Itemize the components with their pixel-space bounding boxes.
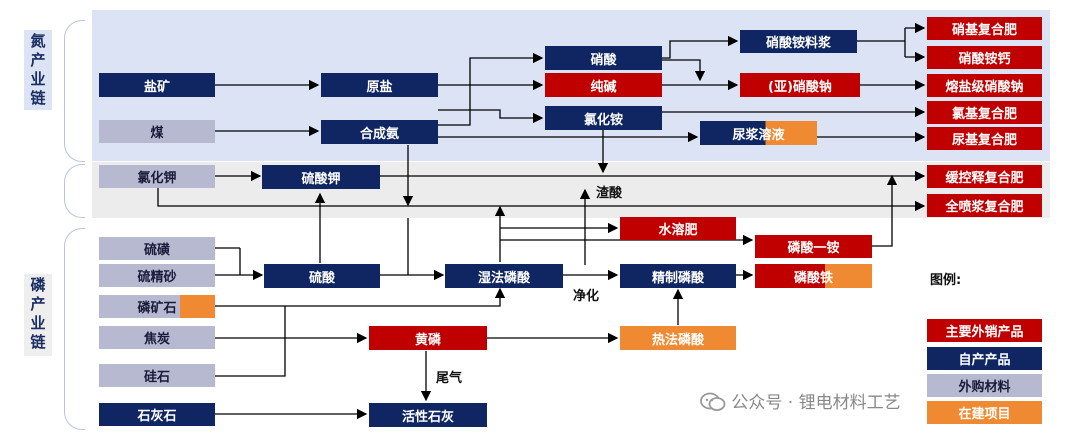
node-wet-phosphoric-acid: 湿法磷酸 — [445, 264, 563, 288]
node-chloro-compound-fertilizer: 氯基复合肥 — [927, 101, 1042, 124]
node-iron-phosphate: 磷酸铁 — [755, 264, 872, 288]
node-full-slurry-fertilizer: 全喷浆复合肥 — [927, 194, 1042, 217]
wechat-icon — [700, 392, 726, 412]
node-nitro-compound-fertilizer: 硝基复合肥 — [927, 17, 1042, 40]
legend-item-export: 主要外销产品 — [927, 319, 1042, 342]
node-soda-ash: 纯碱 — [545, 73, 662, 97]
node-raw-salt: 原盐 — [321, 73, 438, 97]
node-potassium-sulfate: 硫酸钾 — [262, 165, 380, 189]
node-ammonium-chloride: 氯化铵 — [545, 106, 662, 130]
watermark: 公众号 · 锂电材料工艺 — [700, 388, 901, 413]
node-limestone: 石灰石 — [99, 403, 215, 426]
node-calcium-ammonium-nitrate: 硝酸铵钙 — [927, 46, 1042, 69]
phosphorus-section-label: 磷产业链 — [24, 274, 52, 356]
node-coal: 煤 — [99, 120, 215, 143]
node-salt-mine: 盐矿 — [99, 73, 215, 97]
node-sodium-nitrite-nitrate: (亚)硝酸钠 — [740, 73, 860, 97]
node-purified-phosphoric-acid: 精制磷酸 — [620, 264, 736, 288]
node-sulfur: 硫磺 — [99, 237, 215, 260]
node-silica: 硅石 — [99, 364, 215, 387]
node-controlled-release-fertilizer: 缓控释复合肥 — [927, 165, 1042, 188]
nitrogen-section-label: 氮产业链 — [24, 30, 52, 110]
label-tail-gas: 尾气 — [436, 371, 463, 386]
node-synthetic-ammonia: 合成氨 — [321, 120, 438, 144]
label-purification: 净化 — [573, 289, 600, 304]
node-urea-compound-fertilizer: 尿基复合肥 — [927, 127, 1042, 150]
node-active-lime: 活性石灰 — [369, 403, 487, 427]
legend-item-purchased: 外购材料 — [927, 374, 1042, 397]
node-yellow-phosphorus: 黄磷 — [369, 326, 487, 350]
node-phosphate-rock: 磷矿石 — [99, 295, 215, 318]
node-monoammonium-phosphate: 磷酸一铵 — [755, 235, 872, 258]
legend-title: 图例: — [930, 273, 962, 288]
node-sulfuric-acid: 硫酸 — [264, 264, 380, 288]
node-sulfur-concentrate: 硫精砂 — [99, 264, 215, 287]
node-nitric-acid: 硝酸 — [545, 46, 662, 70]
label-slag-acid: 渣酸 — [596, 186, 623, 201]
node-water-soluble-fertilizer: 水溶肥 — [620, 217, 736, 240]
node-thermal-phosphoric-acid: 热法磷酸 — [620, 326, 736, 350]
node-ammonium-nitrate-slurry: 硝酸铵料浆 — [740, 30, 857, 53]
legend-item-under-construction: 在建项目 — [927, 401, 1042, 424]
node-molten-salt-sodium-nitrate: 熔盐级硝酸钠 — [927, 74, 1042, 97]
node-potassium-chloride: 氯化钾 — [99, 165, 215, 188]
node-coke: 焦炭 — [99, 326, 215, 349]
node-urea-solution: 尿浆溶液 — [700, 121, 817, 145]
legend-item-self-produced: 自产产品 — [927, 347, 1042, 370]
